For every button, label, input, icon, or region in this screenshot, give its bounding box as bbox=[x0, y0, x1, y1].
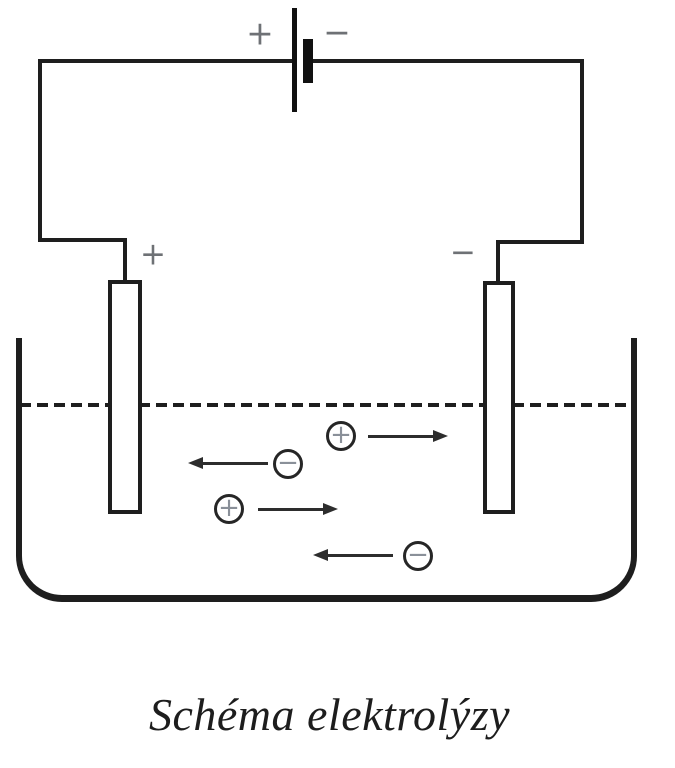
arrow-shaft bbox=[325, 554, 393, 557]
arrow-head bbox=[313, 549, 328, 561]
arrow-head bbox=[188, 457, 203, 469]
wire-top-right bbox=[308, 59, 584, 63]
cation-arrow-right-icon bbox=[258, 503, 338, 515]
battery-positive-label: + bbox=[246, 13, 274, 53]
battery-negative-label: − bbox=[323, 12, 351, 52]
anion-symbol: − bbox=[403, 541, 433, 571]
diagram-caption: Schéma elektrolýzy bbox=[148, 689, 511, 740]
minus-sign: − bbox=[407, 540, 429, 570]
anion-arrow-left-icon bbox=[313, 549, 393, 561]
liquid-level-dashed-line bbox=[20, 403, 632, 407]
wire-right-lower bbox=[496, 240, 584, 244]
anion-symbol: − bbox=[273, 449, 303, 479]
cathode-polarity-label: − bbox=[450, 234, 476, 271]
wire-anode-stem bbox=[123, 238, 127, 282]
wire-top-left bbox=[38, 59, 294, 63]
anode-polarity-label: + bbox=[140, 236, 166, 273]
anode-electrode bbox=[108, 280, 142, 514]
cation-symbol: + bbox=[214, 494, 244, 524]
plus-sign: + bbox=[218, 493, 240, 523]
beaker bbox=[16, 338, 637, 602]
wire-right-vertical bbox=[580, 59, 584, 244]
arrow-shaft bbox=[200, 462, 268, 465]
arrow-head bbox=[433, 430, 448, 442]
arrow-shaft bbox=[258, 508, 326, 511]
cation-arrow-right-icon bbox=[368, 430, 448, 442]
arrow-head bbox=[323, 503, 338, 515]
battery-negative-plate-icon bbox=[303, 39, 313, 83]
plus-sign: + bbox=[330, 420, 352, 450]
battery-positive-plate-icon bbox=[292, 8, 297, 112]
anion-arrow-left-icon bbox=[188, 457, 268, 469]
wire-cathode-stem bbox=[496, 240, 500, 283]
cathode-electrode bbox=[483, 281, 515, 514]
wire-left-lower bbox=[38, 238, 127, 242]
cation-symbol: + bbox=[326, 421, 356, 451]
wire-left-vertical bbox=[38, 59, 42, 242]
minus-sign: − bbox=[277, 448, 299, 478]
arrow-shaft bbox=[368, 435, 436, 438]
